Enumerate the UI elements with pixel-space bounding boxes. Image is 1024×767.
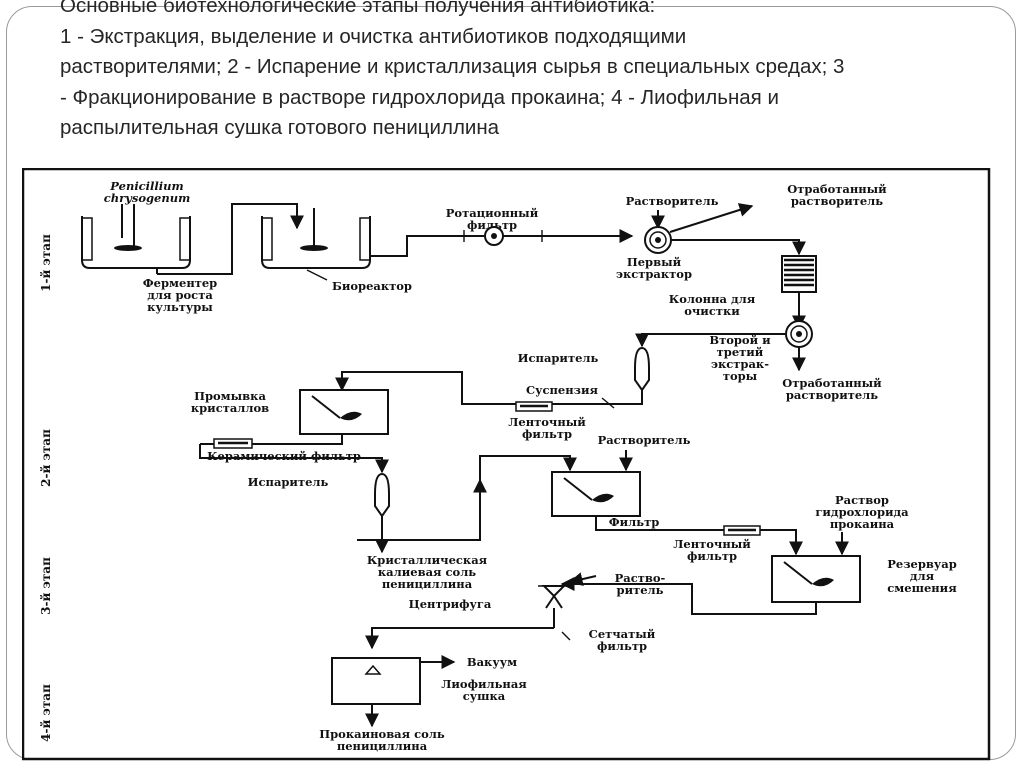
fermenter-vessel [81,216,191,269]
label-fermenter-2: для роста [147,288,213,302]
label-evaporator-top: Испаритель [518,351,599,365]
pipe-to-lyophilizer [365,627,554,650]
pipe-tank-to-belt-filter [595,516,742,531]
label-penicillium: Penicillium [109,179,183,193]
pipe-evaporator-to-wash [335,371,643,405]
bioreactor-vessel [261,216,371,269]
label-vacuum: Вакуум [467,655,517,669]
stage-label-4: 4-й этап [39,684,53,742]
belt-filter-top [515,401,553,412]
heading-line-3: - Фракционирование в растворе гидрохлори… [60,85,779,109]
evaporator-mid [374,472,390,518]
label-column-1: Колонна для [669,292,756,306]
process-diagram-svg: 1-й этап 2-й этап 3-й этап 4-й этап Peni… [21,167,991,761]
pipe-reservoir-to-centrifuge [560,577,817,615]
label-rotary-filter-1: Ротационный [446,206,539,220]
label-reservoir-1: Резервуар [887,557,957,571]
mixing-reservoir [771,555,861,603]
pipe-extractor-to-column [671,239,806,256]
label-solvent-mid: Растворитель [598,433,691,447]
belt-filter-bottom [723,525,761,536]
centrifuge [538,585,570,609]
label-filter: Фильтр [609,515,660,529]
label-second-third-2: третий [717,345,764,359]
label-chrysogenum: chrysogenum [104,191,191,205]
label-crystalline-3: пенициллина [382,577,473,591]
label-centrifuge: Центрифуга [409,597,492,611]
stage-label-2: 2-й этап [39,429,53,487]
label-solvent-top: Растворитель [626,194,719,208]
label-ceramic-filter: Керамический фильтр [207,449,361,463]
process-diagram: 1-й этап 2-й этап 3-й этап 4-й этап Peni… [21,167,992,761]
label-belt-filter-bottom-1: Ленточный [673,537,751,551]
label-spent-solvent-top-2: растворитель [791,194,883,208]
label-spent-solvent-top-1: Отработанный [787,182,887,196]
label-belt-filter-bottom-2: фильтр [687,549,737,563]
pipe-fermenter-to-bioreactor [157,203,304,275]
label-fermenter-3: культуры [147,300,213,314]
pipe-extractor-to-evaporator [635,333,786,348]
purification-column [781,255,817,293]
heading-title: Основные биотехнологические этапы получе… [60,0,656,17]
label-crystal-wash-2: кристаллов [191,401,269,415]
label-procaine-1: Раствор [835,493,889,507]
label-procaine-3: прокаина [830,517,895,531]
label-evaporator-mid: Испаритель [248,475,329,489]
stage-label-3: 3-й этап [39,557,53,615]
label-second-third-3: экстрак- [711,357,769,371]
dissolution-tank [551,471,641,517]
heading-line-2: растворителями; 2 - Испарение и кристалл… [60,55,845,78]
pipe-belt-to-reservoir [760,529,803,556]
crystal-wash-tank [299,389,389,435]
pipe-ceramic-to-evaporator [199,444,389,474]
label-second-third-4: торы [723,369,758,383]
label-mesh-filter-2: фильтр [597,639,647,653]
label-solvent-centrifuge-1: Раство- [615,571,666,585]
ceramic-filter [213,438,253,449]
stage-label-1: 1-й этап [39,234,53,292]
label-second-third-1: Второй и [709,333,771,347]
label-procaine-2: гидрохлорида [815,505,909,519]
pipe-bioreactor-to-rotary [370,235,477,257]
label-first-extractor-1: Первый [627,255,682,269]
evaporator-top [634,346,650,392]
label-crystalline-1: Кристаллическая [367,553,488,567]
label-mesh-filter-1: Сетчатый [589,627,656,641]
label-reservoir-3: смешения [887,581,957,595]
label-lyophilic-1: Лиофильная [441,677,527,691]
diagram-border [21,167,991,761]
label-belt-filter-top-2: фильтр [522,427,572,441]
label-fermenter-1: Ферментер [143,276,217,290]
label-first-extractor-2: экстрактор [616,267,692,281]
label-bioreactor: Биореактор [332,279,412,293]
label-lyophilic-2: сушка [463,689,506,703]
rotary-filter [463,226,543,246]
heading-line-1: 1 - Экстракция, выделение и очистка анти… [60,24,687,48]
second-third-extractor [785,320,813,348]
label-procaine-salt-1: Прокаиновая соль [319,727,445,741]
label-belt-filter-top-1: Ленточный [508,415,586,429]
pipe-spent-solvent-top [669,203,754,233]
first-extractor [644,226,672,254]
heading-line-4: распылительная сушка готового пенициллин… [60,116,500,139]
label-reservoir-2: для [910,569,935,583]
lyophilic-dryer [331,657,421,705]
label-spent-solvent-bottom-1: Отработанный [782,376,882,390]
slide-heading: Основные биотехнологические этапы получе… [60,0,990,144]
label-solvent-centrifuge-2: ритель [617,583,664,597]
label-crystal-wash-1: Промывка [194,389,266,403]
label-crystalline-2: калиевая соль [378,565,476,579]
label-procaine-salt-2: пенициллина [337,739,428,753]
label-spent-solvent-bottom-2: растворитель [786,388,878,402]
label-rotary-filter-2: фильтр [467,218,517,232]
label-suspension: Суспензия [526,383,599,397]
label-column-2: очистки [684,304,740,318]
